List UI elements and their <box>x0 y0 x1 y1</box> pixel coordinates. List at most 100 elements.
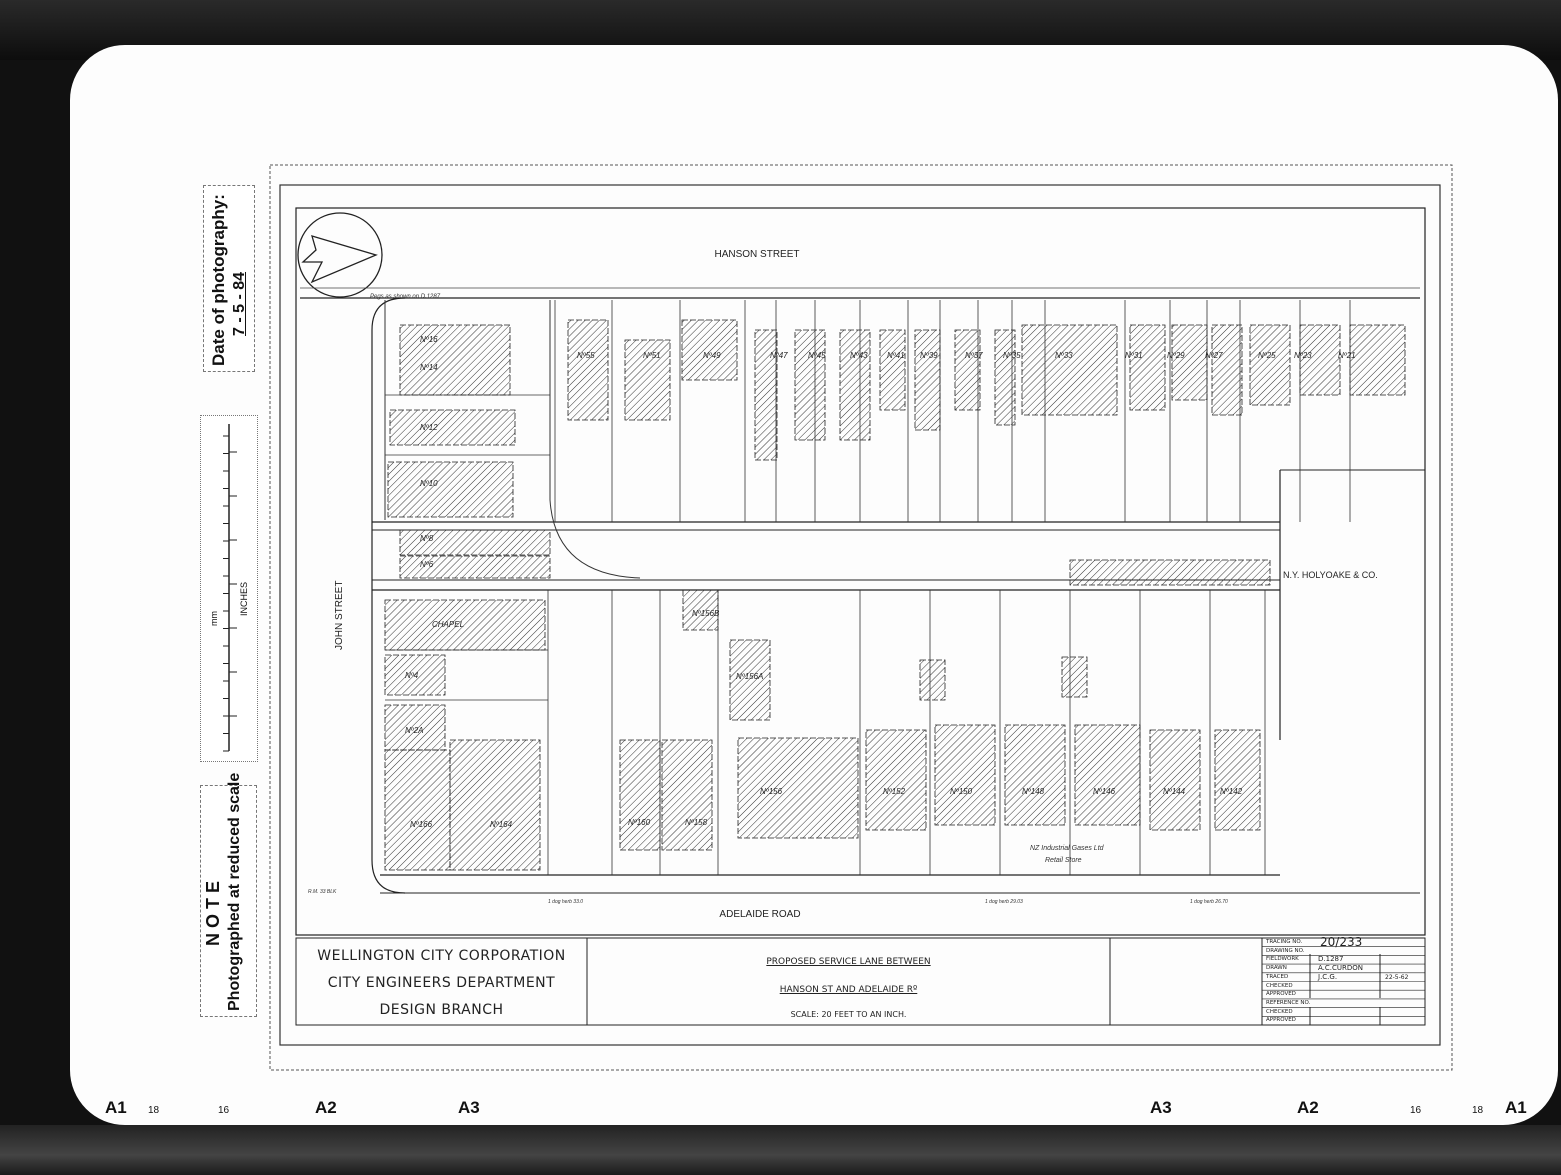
lot-label: Nº10 <box>420 479 438 488</box>
lot-label: Nº160 <box>628 818 651 827</box>
street-label-adelaide: ADELAIDE ROAD <box>719 909 800 920</box>
lot-label: Nº45 <box>808 351 826 360</box>
org-line-3: DESIGN BRANCH <box>379 1002 504 1018</box>
lot-label: Nº21 <box>1338 351 1356 360</box>
lot-label: Nº47 <box>770 351 788 360</box>
lot-label: Nº146 <box>1093 787 1116 796</box>
lot-label: CHAPEL <box>432 620 464 629</box>
building-footprint <box>1214 729 1261 831</box>
drawing-title-2: HANSON ST AND ADELAIDE Rº <box>779 985 918 995</box>
lot-label: Nº41 <box>887 351 905 360</box>
lot-label: Nº148 <box>1022 787 1045 796</box>
lot-label: Nº35 <box>1003 351 1021 360</box>
frame-reference-mark: A2 <box>315 1098 337 1117</box>
building-footprint <box>994 329 1016 426</box>
building-footprint <box>1211 324 1243 416</box>
building-footprint <box>1061 656 1088 698</box>
lot-label: Nº6 <box>420 560 434 569</box>
lot-label: Nº164 <box>490 820 513 829</box>
building-footprint <box>914 329 941 431</box>
title-block-value: A.C.CURDON <box>1318 964 1364 973</box>
lot-label: Nº156B <box>692 609 720 618</box>
date-of-photography-box: Date of photography: 7 - 5 - 84 <box>203 185 255 372</box>
building-footprint <box>681 319 738 381</box>
lot-label: Nº144 <box>1163 787 1186 796</box>
lot-label: Nº2A <box>405 726 423 735</box>
lot-label: Nº142 <box>1220 787 1243 796</box>
lot-label: Nº29 <box>1167 351 1185 360</box>
drawing-sheet <box>70 45 1558 1125</box>
lot-label: Nº55 <box>577 351 595 360</box>
building-footprint <box>399 324 511 396</box>
lot-label: Nº16 <box>420 335 438 344</box>
lot-label: Nº166 <box>410 820 433 829</box>
building-footprint <box>384 599 546 651</box>
outer-frame <box>279 184 1441 1046</box>
building-footprint <box>1249 324 1291 406</box>
building-footprint <box>839 329 871 441</box>
title-block-value: D.1287 <box>1318 955 1344 964</box>
building-footprint <box>567 319 609 421</box>
building-footprint <box>919 659 946 701</box>
lot-label: Nº8 <box>420 534 434 543</box>
frame-reference-mark: A2 <box>1297 1098 1319 1117</box>
frame-reference-mark: 16 <box>1410 1105 1422 1116</box>
street-label-hanson: HANSON STREET <box>714 249 799 260</box>
building-footprint <box>449 739 541 871</box>
scan-edge-bottom <box>0 1125 1561 1175</box>
lot-label: Nº156 <box>760 787 783 796</box>
lot-label: Nº14 <box>420 363 438 372</box>
annotation: Pegs as shown on D.1287 <box>370 294 441 300</box>
title-block-label: CHECKED <box>1266 1008 1293 1015</box>
building-footprint <box>682 589 719 631</box>
lot-label: Nº31 <box>1125 351 1143 360</box>
lot-label: Nº33 <box>1055 351 1073 360</box>
drawing-title-1: PROPOSED SERVICE LANE BETWEEN <box>766 957 931 967</box>
building-footprint <box>1074 724 1141 826</box>
annotation: 1 dog herb 33.0 <box>548 899 583 905</box>
north-arrow-icon <box>297 212 383 298</box>
frame-reference-mark: A1 <box>105 1098 127 1117</box>
lot-label: Nº25 <box>1258 351 1276 360</box>
building-footprint <box>737 737 859 839</box>
annotation: 1 dog herb 29.03 <box>985 899 1023 905</box>
frame-reference-mark: A3 <box>458 1098 480 1117</box>
frame-reference-mark: 16 <box>218 1105 230 1116</box>
building-footprint <box>1129 324 1166 411</box>
lot-label: Nº27 <box>1205 351 1223 360</box>
building-footprint <box>1069 559 1271 586</box>
lot-label: Nº43 <box>850 351 868 360</box>
annotation: R.M. 33 BLK <box>308 889 337 895</box>
lot-label: Nº37 <box>965 351 983 360</box>
drawing-scale: SCALE: 20 FEET TO AN INCH. <box>790 1010 907 1019</box>
building-footprint <box>387 461 514 518</box>
frame-reference-mark: A3 <box>1150 1098 1172 1117</box>
org-line-2: CITY ENGINEERS DEPARTMENT <box>327 975 556 991</box>
lot-label: Nº39 <box>920 351 938 360</box>
title-block <box>295 937 1426 1026</box>
lot-label: Nº51 <box>643 351 661 360</box>
annotation: 1 dog herb 26.70 <box>1190 899 1228 905</box>
building-footprint <box>865 729 927 831</box>
building-footprint <box>954 329 981 411</box>
building-footprint <box>879 329 906 411</box>
owner-label: N.Y. HOLYOAKE & CO. <box>1283 570 1378 580</box>
annotation: Retail Store <box>1045 857 1082 864</box>
org-line-1: WELLINGTON CITY CORPORATION <box>317 948 566 964</box>
building-footprint <box>1004 724 1066 826</box>
lot-label: Nº12 <box>420 423 438 432</box>
building-footprint <box>399 555 551 579</box>
building-footprint <box>399 529 551 556</box>
lot-label: Nº49 <box>703 351 721 360</box>
lot-label: Nº4 <box>405 671 419 680</box>
building-footprint <box>1171 324 1208 401</box>
lot-label: Nº152 <box>883 787 906 796</box>
title-block-label: TRACED <box>1266 973 1289 980</box>
building-footprint <box>384 654 446 696</box>
building-footprint <box>1149 729 1201 831</box>
building-footprint <box>389 409 516 446</box>
sheet-border <box>269 164 1453 1071</box>
title-block-label: APPROVED <box>1266 1017 1296 1024</box>
building-footprint <box>794 329 826 441</box>
title-block-date: 22-5-62 <box>1385 973 1409 981</box>
